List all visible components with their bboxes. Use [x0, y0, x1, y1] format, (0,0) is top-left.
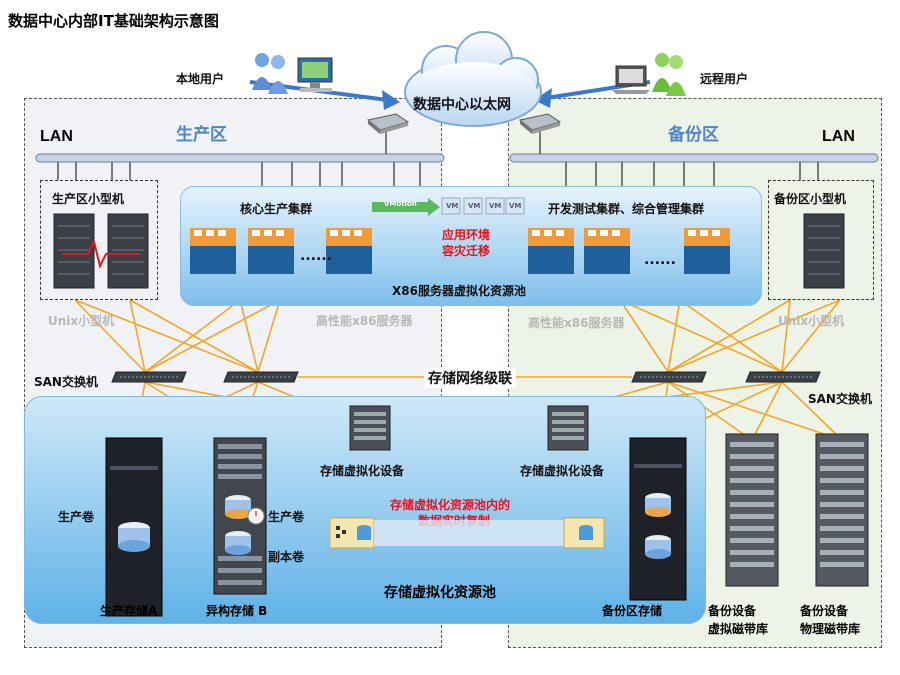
app-migration-line2: 容灾迁移	[442, 244, 491, 258]
x86-pool-label: X86服务器虚拟化资源池	[392, 284, 526, 298]
prod-volume-label-b: 生产卷	[268, 510, 305, 524]
physical-tape-library-icon	[815, 433, 869, 587]
local-users-icon	[252, 53, 333, 94]
vm-label-2: VM	[468, 202, 481, 210]
storage-pool-label: 存储虚拟化资源池	[384, 585, 496, 601]
unix-label-left: Unix小型机	[48, 314, 115, 328]
core-hosts-icon	[190, 228, 372, 274]
hetero-storage-b-label: 异构存储 B	[206, 604, 268, 618]
san-switch-3-icon	[631, 371, 707, 383]
x86-servers-label-right: 高性能x86服务器	[528, 316, 625, 330]
vm-label-3: VM	[489, 202, 502, 210]
host-3	[326, 228, 372, 274]
prod-storage-a-icon	[105, 437, 163, 617]
storage-virt-device-label-right: 存储虚拟化设备	[520, 464, 605, 478]
san-switch-2-icon	[223, 371, 299, 383]
host-4	[528, 228, 574, 274]
host-2	[248, 228, 294, 274]
lan-label-right: LAN	[822, 128, 855, 145]
prod-minicomputer-box	[40, 180, 158, 300]
production-zone-title: 生产区	[176, 125, 227, 145]
backup-storage-icon	[629, 437, 687, 601]
backup-storage-label: 备份区存储	[602, 604, 663, 618]
router-left-icon	[366, 113, 410, 134]
san-switch-label-right: SAN交换机	[808, 392, 872, 406]
replication-band-icon	[330, 517, 605, 549]
san-switch-4-icon	[745, 371, 821, 383]
local-user-label: 本地用户	[176, 72, 225, 86]
unix-server-pair-icon	[53, 213, 149, 289]
storage-virt-device-label-left: 存储虚拟化设备	[320, 464, 405, 478]
ethernet-cloud-icon	[404, 31, 542, 127]
ptl-line2: 物理磁带库	[800, 622, 861, 636]
vmotion-strip-icon	[372, 197, 525, 216]
vmotion-label: VMotion	[384, 200, 417, 208]
backup-zone-title: 备份区	[668, 125, 719, 145]
backup-minicomputer-label: 备份区小型机	[774, 192, 847, 206]
router-right-icon	[518, 113, 562, 134]
realtime-line1: 存储虚拟化资源池内的	[390, 498, 511, 512]
remote-user-label: 远程用户	[700, 72, 749, 86]
prod-minicomputer-label: 生产区小型机	[52, 192, 125, 206]
san-switch-1-icon	[111, 371, 187, 383]
hetero-storage-b-icon	[213, 437, 267, 595]
vm-label-4: VM	[509, 202, 522, 210]
prod-storage-a-label: 生产存储A	[100, 604, 158, 618]
san-switch-label-left: SAN交换机	[34, 375, 98, 389]
page-title: 数据中心内部IT基础架构示意图	[8, 12, 219, 30]
x86-servers-label-left: 高性能x86服务器	[316, 314, 413, 328]
vtl-line2: 虚拟磁带库	[708, 622, 769, 636]
lan-drops	[57, 130, 819, 186]
storage-virt-device-right-icon	[547, 405, 589, 451]
storage-virt-device-left-icon	[349, 405, 391, 451]
lan-label-left: LAN	[40, 128, 73, 145]
cloud-label: 数据中心以太网	[413, 97, 511, 113]
ellipsis-dev: ......	[644, 252, 676, 268]
dev-hosts-icon	[528, 228, 730, 274]
dev-cluster-label: 开发测试集群、综合管理集群	[548, 202, 705, 216]
copy-volume-label: 副本卷	[268, 550, 305, 564]
core-cluster-label: 核心生产集群	[240, 202, 313, 216]
ptl-line1: 备份设备	[800, 604, 849, 618]
lan-bar-right	[509, 153, 879, 163]
lan-bar-left	[35, 153, 445, 163]
app-migration-line1: 应用环境	[442, 228, 491, 242]
unix-label-right: Unix小型机	[778, 314, 845, 328]
virtual-tape-library-icon	[725, 433, 779, 587]
host-5	[584, 228, 630, 274]
ellipsis-core: ......	[300, 248, 332, 264]
backup-minicomputer-box	[768, 180, 874, 300]
host-6	[684, 228, 730, 274]
prod-volume-label: 生产卷	[58, 510, 95, 524]
vtl-line1: 备份设备	[708, 604, 757, 618]
storage-cascade-label: 存储网络级联	[424, 368, 516, 388]
remote-users-icon	[612, 53, 686, 96]
unix-server-backup-icon	[803, 213, 845, 289]
host-1	[190, 228, 236, 274]
vm-label-1: VM	[446, 202, 459, 210]
